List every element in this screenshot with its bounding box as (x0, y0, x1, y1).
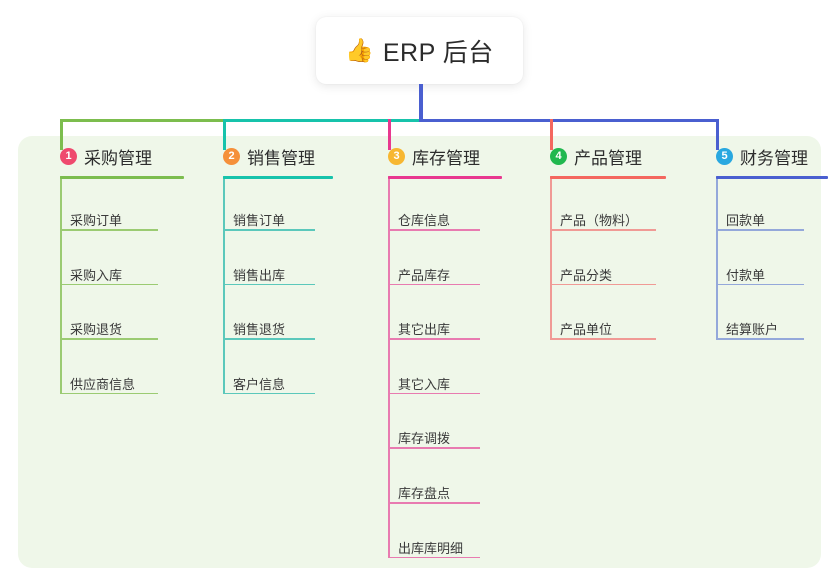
leaf-underline (388, 229, 480, 231)
leaf-underline (388, 502, 480, 504)
leaf-item[interactable]: 其它出库 (398, 322, 451, 338)
branch-underline (716, 176, 828, 179)
branch-index-badge: 3 (388, 147, 405, 165)
branch-drop-销售管理 (223, 119, 226, 150)
branch-column-库存管理: 3 库存管理 (366, 143, 502, 179)
branch-header-采购管理[interactable]: 1 采购管理 (38, 143, 152, 169)
branch-title: 财务管理 (740, 148, 808, 168)
leaf-item[interactable]: 采购退货 (70, 322, 123, 338)
leaf-underline (550, 229, 656, 231)
leaf-item[interactable]: 采购订单 (70, 213, 123, 228)
branch-index-badge: 4 (550, 147, 567, 165)
leaf-item[interactable]: 产品库存 (398, 267, 451, 283)
leaf-item[interactable]: 库存调拨 (398, 431, 451, 447)
branch-underline (223, 176, 333, 179)
leaf-item[interactable]: 客户信息 (233, 376, 286, 392)
branch-index-badge: 1 (60, 147, 77, 165)
branch-spine (550, 176, 552, 339)
leaf-item[interactable]: 仓库信息 (398, 213, 451, 228)
leaf-item[interactable]: 其它入库 (398, 376, 451, 392)
leaf-underline (550, 338, 656, 340)
branch-column-销售管理: 2 销售管理 (201, 143, 333, 179)
leaf-item[interactable]: 结算账户 (726, 322, 779, 338)
branch-column-财务管理: 5 财务管理 (694, 143, 828, 179)
diagram-panel (18, 136, 821, 568)
leaf-underline (388, 447, 480, 449)
leaf-item[interactable]: 产品单位 (560, 322, 613, 338)
leaf-item[interactable]: 产品（物料） (560, 213, 639, 228)
branch-underline (60, 176, 184, 179)
root-node[interactable]: 👍 ERP 后台 (316, 17, 523, 84)
leaf-item[interactable]: 采购入库 (70, 267, 123, 283)
branch-header-产品管理[interactable]: 4 产品管理 (528, 143, 642, 169)
leaf-underline (716, 338, 804, 340)
leaf-item[interactable]: 回款单 (726, 213, 766, 228)
branch-title: 产品管理 (574, 148, 642, 168)
leaf-underline (60, 338, 158, 340)
branch-spine (388, 176, 390, 557)
branch-index-badge: 2 (223, 147, 240, 165)
leaf-item[interactable]: 销售订单 (233, 213, 286, 228)
root-stem (419, 84, 423, 119)
leaf-item[interactable]: 库存盘点 (398, 486, 451, 501)
branch-drop-采购管理 (60, 119, 63, 150)
branch-title: 销售管理 (247, 148, 315, 168)
leaf-underline (60, 392, 158, 395)
leaf-underline (223, 392, 315, 395)
branch-underline (550, 176, 666, 179)
branch-drop-财务管理 (716, 119, 719, 150)
branch-spine (716, 176, 718, 339)
connector-bar-3 (419, 119, 719, 122)
branch-underline (388, 176, 502, 179)
leaf-item[interactable]: 产品分类 (560, 267, 613, 283)
branch-header-财务管理[interactable]: 5 财务管理 (694, 143, 808, 169)
leaf-underline (223, 338, 315, 340)
root-title: ERP 后台 (382, 38, 494, 67)
branch-column-产品管理: 4 产品管理 (528, 143, 666, 179)
branch-header-库存管理[interactable]: 3 库存管理 (366, 143, 480, 169)
leaf-item[interactable]: 销售出库 (233, 267, 286, 283)
leaf-underline (388, 556, 480, 559)
leaf-underline (388, 338, 480, 340)
leaf-underline (223, 283, 315, 286)
leaf-underline (550, 283, 656, 286)
leaf-underline (60, 229, 158, 231)
leaf-item[interactable]: 出库库明细 (398, 540, 464, 556)
thumbs-up-icon: 👍 (345, 37, 374, 63)
leaf-underline (388, 283, 480, 286)
branch-index-badge: 5 (716, 147, 733, 165)
branch-drop-产品管理 (550, 119, 553, 150)
branch-title: 采购管理 (84, 148, 152, 168)
branch-drop-库存管理 (388, 119, 391, 150)
leaf-underline (388, 392, 480, 395)
leaf-item[interactable]: 付款单 (726, 267, 766, 283)
branch-title: 库存管理 (412, 148, 480, 168)
branch-header-销售管理[interactable]: 2 销售管理 (201, 143, 315, 169)
leaf-underline (223, 229, 315, 231)
leaf-item[interactable]: 销售退货 (233, 322, 286, 338)
connector-bar-2 (223, 119, 423, 122)
branch-column-采购管理: 1 采购管理 (38, 143, 184, 179)
leaf-underline (716, 283, 804, 286)
leaf-underline (716, 229, 804, 231)
leaf-item[interactable]: 供应商信息 (70, 376, 136, 392)
leaf-underline (60, 283, 158, 286)
connector-bar-1 (60, 119, 223, 122)
